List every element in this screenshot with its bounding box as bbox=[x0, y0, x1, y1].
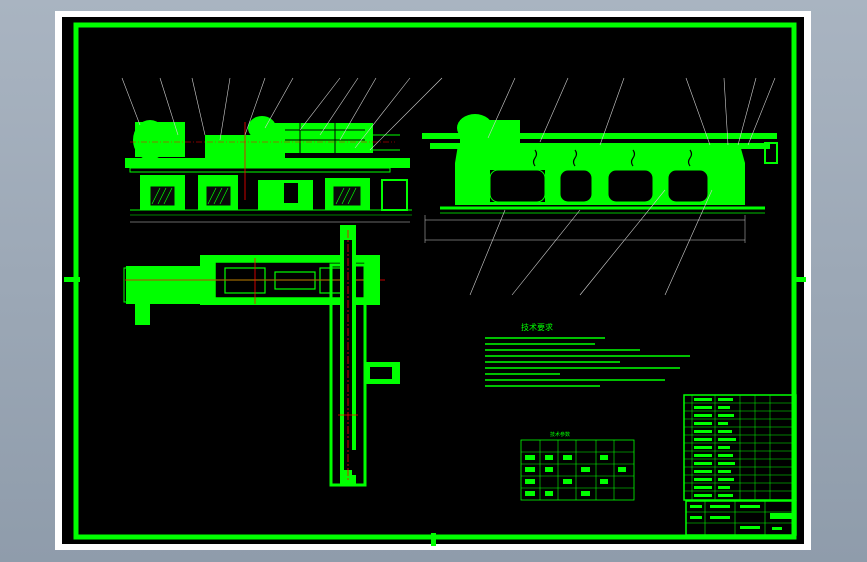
front-view-drive bbox=[121, 77, 443, 223]
technical-notes-block: 技术要求 bbox=[485, 322, 690, 387]
frame-mark-left bbox=[64, 277, 80, 282]
parameter-table: 技术参数 bbox=[520, 431, 635, 501]
param-table-title: 技术参数 bbox=[550, 431, 570, 438]
title-block bbox=[685, 500, 797, 536]
parts-list bbox=[683, 394, 797, 501]
plan-view bbox=[123, 225, 400, 487]
frame-mark-right bbox=[792, 277, 806, 282]
side-view-conveyor bbox=[422, 77, 778, 296]
frame-mark-bottom bbox=[431, 533, 436, 546]
notes-heading: 技术要求 bbox=[521, 322, 553, 332]
